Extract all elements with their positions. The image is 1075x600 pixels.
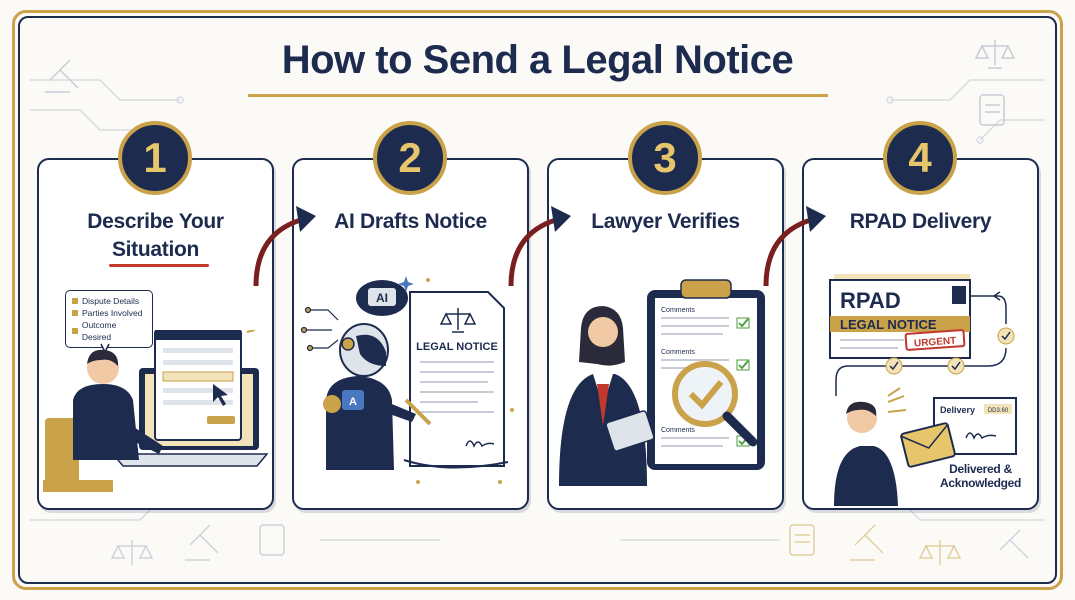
comment-label-2: Comments xyxy=(661,349,695,356)
lawyer-verifies-illustration: Comments Comments Comments xyxy=(559,279,765,486)
step-card-3: Lawyer Verifies Comments Comments Commen… xyxy=(547,158,784,510)
arrow-step-2-to-3 xyxy=(508,206,571,287)
delivery-tag: DD3.60 xyxy=(988,408,1009,414)
note-parties-involved: Parties Involved xyxy=(82,308,143,318)
step-3-title: Lawyer Verifies xyxy=(591,210,740,233)
outer-frame xyxy=(12,10,1063,590)
urgent-stamp: URGENT xyxy=(914,336,957,350)
ai-robot-illustration: LEGAL NOTICE AI A xyxy=(300,276,514,484)
gavel-icon xyxy=(45,59,79,93)
scales-icon xyxy=(974,40,1016,69)
final-status-line2: Acknowledged xyxy=(939,476,1022,490)
rpad-delivery-illustration: RPAD LEGAL NOTICE URGENT Delivery DD3.60 xyxy=(829,274,1017,506)
cursor-icon xyxy=(213,384,228,406)
step-card-2: AI Drafts Notice LEGAL NOTICE AI A xyxy=(292,158,529,510)
note-outcome-desired: Outcome Desired xyxy=(81,320,117,342)
notes-bubble: Dispute Details Parties Involved Outcome… xyxy=(65,290,153,348)
step-card-4: RPAD Delivery RPAD LEGAL NOTICE URGENT D… xyxy=(802,158,1039,510)
step-card-1: Describe Your Situation Dispute Details … xyxy=(37,158,274,510)
step-badge-1: 1 xyxy=(118,121,192,195)
rpad-notice-label: LEGAL NOTICE xyxy=(840,317,937,332)
title-underline xyxy=(248,94,828,97)
robot-chest-label: A xyxy=(349,396,357,408)
scroll-icon xyxy=(979,94,1005,126)
step-2-title: AI Drafts Notice xyxy=(334,210,487,233)
step-badge-2: 2 xyxy=(373,121,447,195)
arrow-step-3-to-4 xyxy=(763,206,826,287)
comment-label-3: Comments xyxy=(661,427,695,434)
inner-frame xyxy=(18,16,1057,584)
step-4-title: RPAD Delivery xyxy=(849,210,992,233)
step-1-title-line2: Situation xyxy=(111,238,200,261)
rpad-label: RPAD xyxy=(840,288,901,313)
step-badge-3: 3 xyxy=(628,121,702,195)
final-status-line1: Delivered & xyxy=(949,462,1012,476)
delivery-label: Delivery xyxy=(940,405,975,415)
arrow-step-1-to-2 xyxy=(253,206,316,287)
note-dispute-details: Dispute Details xyxy=(82,296,140,306)
ai-brain-label: AI xyxy=(376,291,388,305)
doc-title-text: LEGAL NOTICE xyxy=(416,341,498,353)
step-badge-4: 4 xyxy=(883,121,957,195)
scales-icon xyxy=(439,308,477,333)
person-at-laptop-illustration xyxy=(43,330,269,492)
comment-label-1: Comments xyxy=(661,307,695,314)
step-1-underline xyxy=(109,264,209,267)
page-title: How to Send a Legal Notice xyxy=(281,38,794,82)
step-1-title-line1: Describe Your xyxy=(87,210,224,233)
